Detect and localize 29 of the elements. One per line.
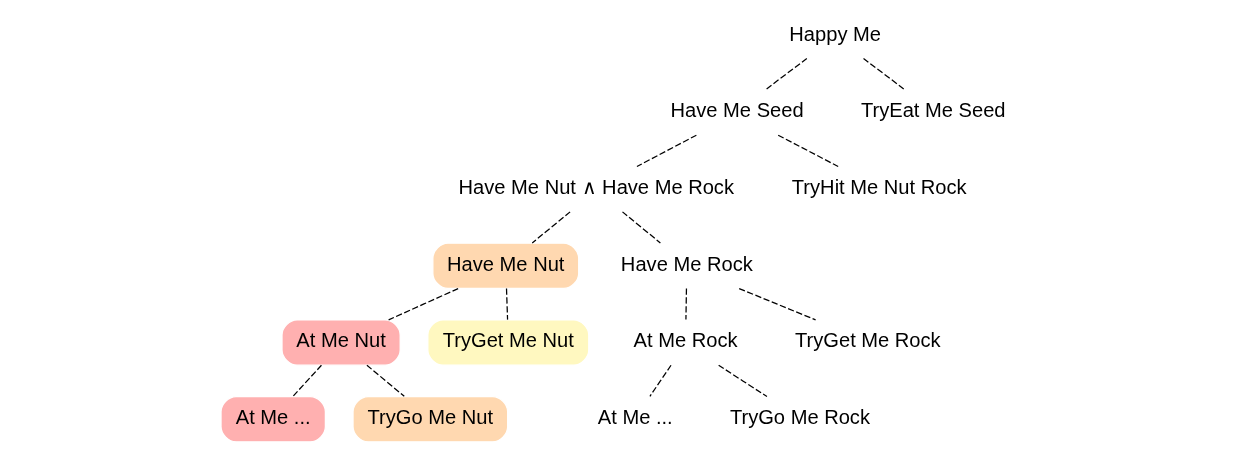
connector xyxy=(292,364,323,397)
node-text: Have Me Seed xyxy=(670,99,804,122)
node-text: Have Me Nut ∧ Have Me Rock xyxy=(458,175,734,198)
node-text: Have Me Rock xyxy=(620,252,753,275)
connector xyxy=(777,134,839,168)
connector xyxy=(531,211,571,244)
connector xyxy=(764,57,808,91)
node-text: Happy Me xyxy=(789,22,881,45)
node-text: At Me ... xyxy=(597,406,673,428)
connector xyxy=(505,287,509,321)
connector xyxy=(621,211,661,244)
connector xyxy=(862,57,906,91)
connector xyxy=(649,364,672,397)
connector xyxy=(388,287,459,321)
connector xyxy=(636,134,697,168)
node-text: TryGet Me Rock xyxy=(795,329,941,352)
connector xyxy=(366,364,405,397)
node-text: TryHit Me Nut Rock xyxy=(791,175,967,198)
node-box: Have Me Nut xyxy=(432,242,580,290)
node-box: At Me Nut xyxy=(281,319,401,366)
connector xyxy=(685,287,688,321)
node-box: At Me ... xyxy=(220,395,326,443)
connector xyxy=(718,364,768,398)
node-text: TryGo Me Rock xyxy=(729,406,870,428)
node-box: TryGet Me Nut xyxy=(427,319,590,366)
node-box: TryGo Me Nut xyxy=(352,395,509,443)
node-text: At Me Rock xyxy=(633,329,738,352)
node-text: TryEat Me Seed xyxy=(860,99,1006,122)
connector xyxy=(738,287,817,321)
